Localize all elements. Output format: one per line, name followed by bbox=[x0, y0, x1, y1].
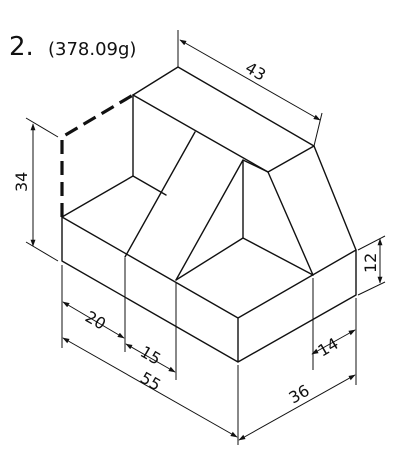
dim-55: 55 bbox=[137, 368, 164, 395]
dimension-lines bbox=[30, 39, 383, 441]
mass-label: (378.09g) bbox=[48, 39, 136, 60]
extension-lines bbox=[25, 30, 386, 445]
dim-20: 20 bbox=[82, 307, 109, 334]
dim-43: 43 bbox=[242, 58, 269, 85]
dim-34: 34 bbox=[12, 172, 31, 192]
top-front-edge bbox=[132, 94, 269, 173]
top-back-edge bbox=[132, 66, 315, 173]
dim-15: 15 bbox=[137, 342, 164, 369]
dim-12: 12 bbox=[361, 253, 380, 273]
inner-step-edges bbox=[175, 237, 314, 281]
left-step-edge bbox=[61, 175, 167, 218]
front-block bbox=[61, 216, 357, 363]
hidden-edge-dashed bbox=[60, 93, 134, 217]
exercise-number: 2. bbox=[9, 32, 34, 62]
dim-36: 36 bbox=[286, 381, 313, 408]
dimension-labels: 43 34 12 20 15 55 14 36 bbox=[12, 58, 380, 407]
slot-edges bbox=[124, 131, 269, 281]
right-slant-edges bbox=[267, 145, 357, 276]
dim-14: 14 bbox=[315, 334, 342, 361]
